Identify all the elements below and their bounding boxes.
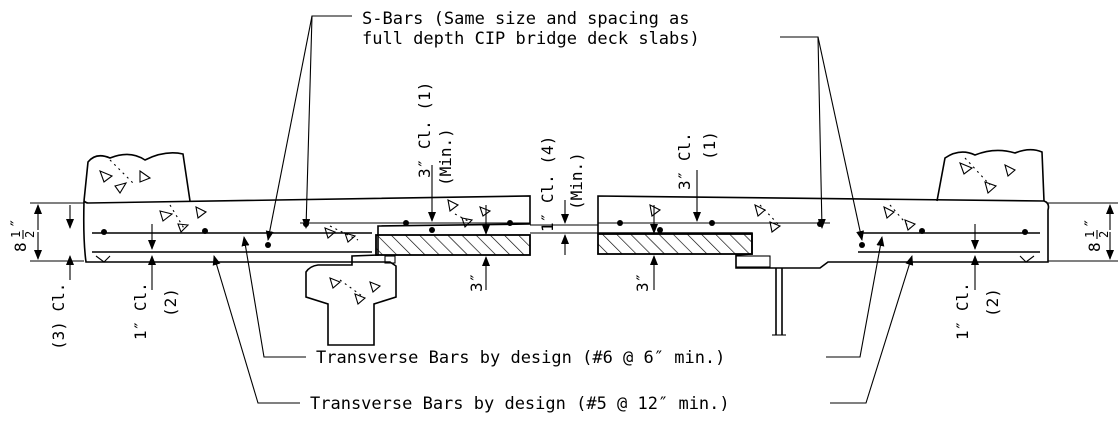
dimension-arrows xyxy=(30,165,1118,290)
left-bearing-strip xyxy=(384,255,396,264)
leader-lines xyxy=(212,15,914,404)
dim-note2-right: (2) xyxy=(983,288,1002,317)
left-aggregate-symbols xyxy=(99,169,492,305)
right-precast-panel xyxy=(597,233,753,255)
dim-1in-cl-right: 1″ Cl. xyxy=(953,282,972,340)
dim-3in-cl-right: 3″ Cl. xyxy=(675,132,694,190)
sbars-label-line1: S-Bars (Same size and spacing as xyxy=(362,9,690,29)
dim-min-mid: (Min.) xyxy=(567,152,586,210)
dim-1in-cl-note4: 1″ Cl. (4) xyxy=(538,136,557,232)
slab-depth-right: 8 1 2 ″ xyxy=(1081,218,1111,252)
svg-text:″: ″ xyxy=(7,218,26,228)
right-barrier xyxy=(936,148,1045,202)
svg-text:2: 2 xyxy=(1097,231,1111,238)
dim-3-cl-left: (3) Cl. xyxy=(49,283,68,350)
right-deck-slab xyxy=(597,195,1050,269)
right-stipple xyxy=(759,157,991,229)
dim-note2-left: (2) xyxy=(161,288,180,317)
left-stipple xyxy=(109,159,471,297)
left-bar-hook xyxy=(95,255,111,263)
svg-text:″: ″ xyxy=(1081,218,1100,228)
slab-depth-left: 8 1 2 ″ xyxy=(7,218,37,252)
center-joint xyxy=(530,224,598,234)
transverse-6-label: Transverse Bars by design (#6 @ 6″ min.) xyxy=(316,348,725,368)
svg-text:2: 2 xyxy=(23,231,37,238)
svg-text:1: 1 xyxy=(9,231,23,238)
left-precast-panel xyxy=(375,234,531,256)
left-barrier xyxy=(83,152,191,202)
dim-3in-cl-note1-left: 3″ Cl. (1) xyxy=(415,82,434,178)
right-bearing-strip xyxy=(735,255,771,268)
dim-note1-right: (1) xyxy=(700,131,719,160)
transverse-5-label: Transverse Bars by design (#5 @ 12″ min.… xyxy=(310,394,730,414)
dim-min-left: (Min.) xyxy=(436,128,455,186)
left-deck-slab xyxy=(82,195,531,346)
dim-haunch-3in-right: 3″ xyxy=(633,273,652,292)
dim-1in-cl-left: 1″ Cl. xyxy=(131,282,150,340)
dim-haunch-3in-left: 3″ xyxy=(467,273,486,292)
right-aggregate-symbols xyxy=(649,162,1016,233)
left-deck-section xyxy=(82,152,531,346)
svg-text:1: 1 xyxy=(1083,231,1097,238)
right-bar-hook xyxy=(1019,255,1035,263)
svg-text:8: 8 xyxy=(1085,242,1104,252)
right-deck-section xyxy=(597,148,1050,336)
sbars-label-line2: full depth CIP bridge deck slabs) xyxy=(362,29,700,49)
svg-text:8: 8 xyxy=(11,242,30,252)
